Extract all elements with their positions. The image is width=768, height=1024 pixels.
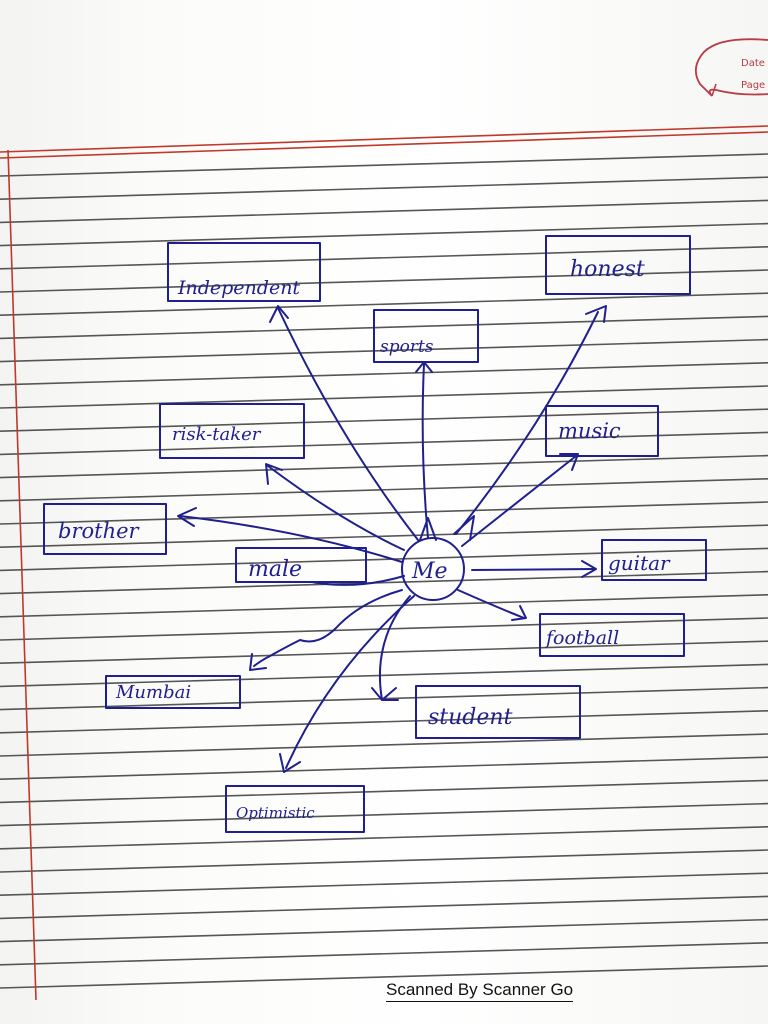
- margin-lines: [0, 125, 768, 1001]
- ruled-line: [0, 478, 768, 502]
- ruled-line: [0, 942, 768, 966]
- node-student: student: [428, 705, 513, 730]
- ruled-line: [0, 872, 768, 896]
- node-music: music: [558, 419, 621, 443]
- ruled-line: [0, 779, 768, 804]
- node-honest: honest: [570, 257, 645, 282]
- ruled-line: [0, 594, 768, 618]
- node-guitar: guitar: [608, 551, 671, 575]
- ruled-line: [0, 292, 768, 316]
- center-node-tick-left: [419, 517, 437, 541]
- ruled-line: [0, 733, 768, 757]
- node-independent: Independent: [177, 277, 300, 299]
- ruled-line: [0, 895, 768, 920]
- center-node-circle: [401, 537, 465, 601]
- date-page-stamp: Date Page: [694, 38, 768, 97]
- ruled-line: [0, 431, 768, 456]
- ruled-lines: [0, 153, 768, 989]
- center-node-tick-right: [453, 515, 475, 541]
- node-football: football: [544, 627, 619, 649]
- node-brother: brother: [58, 519, 141, 543]
- ruled-line: [0, 362, 768, 386]
- ruled-line: [0, 222, 768, 247]
- ruled-line: [0, 385, 768, 409]
- ruled-line: [0, 826, 768, 850]
- ruled-line: [0, 802, 768, 827]
- stamp-page-label: Page: [741, 80, 765, 91]
- ruled-line: [0, 153, 768, 177]
- ruled-line: [0, 640, 768, 664]
- node-male: male: [248, 557, 302, 582]
- ruled-line: [0, 454, 768, 479]
- ruled-line: [0, 246, 768, 270]
- ruled-line: [0, 965, 768, 989]
- node-me: Me: [411, 559, 448, 584]
- ruled-line: [0, 315, 768, 340]
- ruled-line: [0, 338, 768, 363]
- scanner-footer: Scanned By Scanner Go: [386, 980, 574, 1002]
- ruled-line: [0, 710, 768, 734]
- ruled-line: [0, 663, 768, 688]
- ruled-line: [0, 570, 768, 595]
- ruled-line: [0, 918, 768, 943]
- node-risk-taker: risk-taker: [172, 424, 262, 445]
- node-boxes: [43, 235, 707, 833]
- ruled-line: [0, 199, 768, 224]
- ruled-line: [0, 756, 768, 780]
- node-optimistic: Optimistic: [236, 804, 315, 822]
- ruled-line: [0, 547, 768, 572]
- connectors: [177, 305, 607, 773]
- ruled-line: [0, 849, 768, 873]
- ruled-line: [0, 176, 768, 200]
- node-labels: Independent honest sports risk-taker mus…: [58, 257, 671, 822]
- ruled-line: [0, 501, 768, 525]
- stamp-date-label: Date: [741, 58, 765, 69]
- ruled-line: [0, 408, 768, 432]
- node-mumbai: Mumbai: [115, 682, 191, 703]
- ruled-line: [0, 524, 768, 548]
- ruled-line: [0, 617, 768, 641]
- ruled-line: [0, 269, 768, 293]
- node-sports: sports: [380, 337, 434, 357]
